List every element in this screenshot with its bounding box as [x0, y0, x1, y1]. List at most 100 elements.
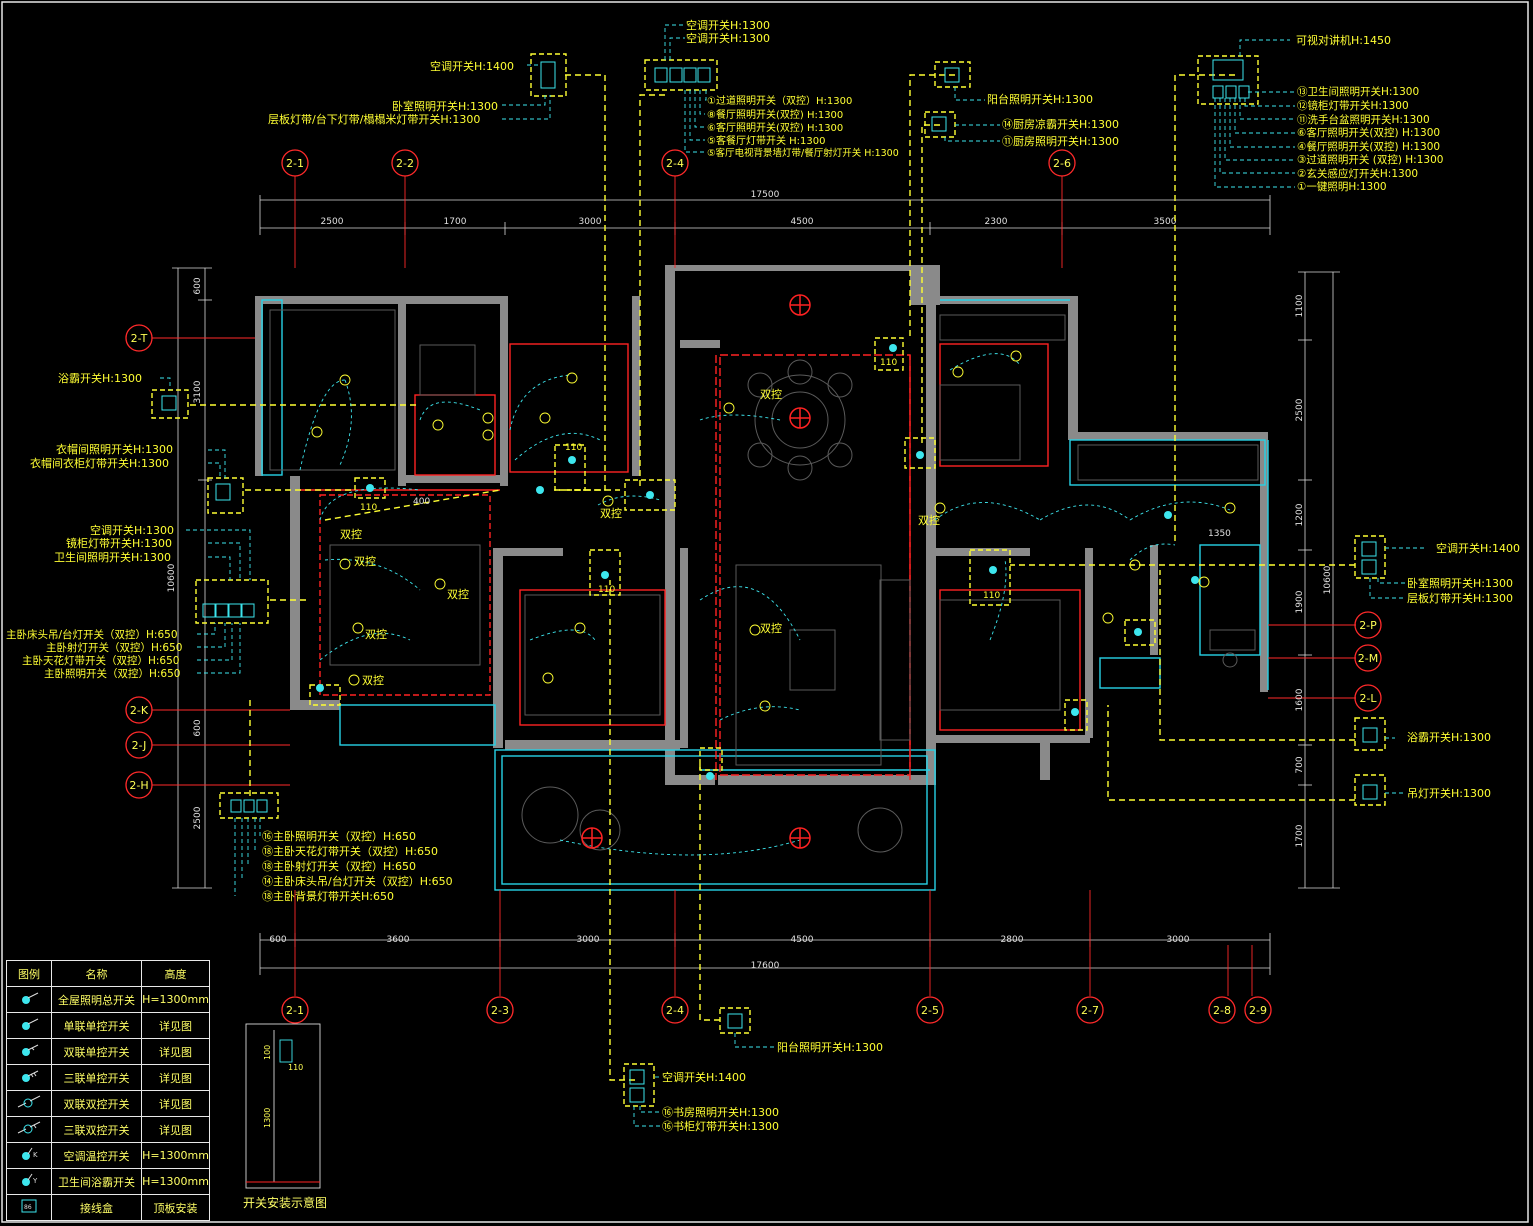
- grid-bubble-right-3: [1354, 684, 1382, 712]
- tag-dual: 双控: [447, 587, 469, 601]
- dim-left: 3100: [193, 380, 203, 403]
- grid-bubble-bottom-1: [281, 996, 309, 1024]
- tag-dual: 双控: [760, 387, 782, 401]
- dim-right: 1200: [1295, 503, 1305, 526]
- tag-110: 110: [983, 591, 1000, 601]
- label-bath-heater-left: 浴霸开关H:1300: [58, 371, 142, 385]
- label-entry-8: ①一键照明H:1300: [1297, 180, 1387, 193]
- grid-bubble-bottom-5: [1076, 996, 1104, 1024]
- legend-col-symbol: 图例: [5, 960, 53, 987]
- legend-name: 卫生间浴霸开关: [51, 1168, 143, 1195]
- grid-label-bottom: 2-9: [1249, 1004, 1267, 1017]
- label-master-2: 主卧射灯开关（双控）H:650: [46, 641, 182, 654]
- grid-label-left: 2-T: [131, 332, 148, 345]
- legend-name: 全屋照明总开关: [51, 986, 143, 1013]
- label-ac-switch-top: 空调开关H:1400: [430, 59, 514, 73]
- legend-name: 单联单控开关: [51, 1012, 143, 1039]
- dim-right: 1600: [1295, 688, 1305, 711]
- label-ac-right: 空调开关H:1400: [1436, 541, 1520, 555]
- grid-bubble-right-1: [1354, 611, 1382, 639]
- label-shelf-strip: 层板灯带/台下灯带/榻榻米灯带开关H:1300: [268, 112, 480, 126]
- legend-height: 详见图: [141, 1116, 210, 1143]
- ceiling-lamps: [581, 294, 811, 849]
- legend-row: 三联单控开关详见图: [5, 1064, 210, 1091]
- dim-right: 1100: [1295, 294, 1305, 317]
- grid-label-top: 2-2: [396, 157, 414, 170]
- grid-bubble-right-2: [1354, 644, 1382, 672]
- double-switch-icon: [5, 1038, 53, 1065]
- label-ac-top2: 空调开关H:1300: [686, 31, 770, 45]
- grid-bubble-left-1: [125, 324, 153, 352]
- legend-name: 空调温控开关: [51, 1142, 143, 1169]
- dim-bottom: 4500: [791, 935, 814, 945]
- grid-label-top: 2-1: [286, 157, 304, 170]
- label-pendant-right: 吊灯开关H:1300: [1407, 786, 1491, 800]
- grid-bubbles: [125, 149, 1382, 1024]
- grid-bubble-bottom-3: [661, 996, 689, 1024]
- dim-right: 1700: [1295, 824, 1305, 847]
- label-entry-1: ⑬卫生间照明开关H:1300: [1297, 85, 1419, 98]
- label-master-b4: ⑭主卧床头吊/台灯开关（双控）H:650: [262, 874, 453, 888]
- label-entry-4: ⑥客厅照明开关(双控) H:1300: [1297, 126, 1440, 139]
- grid-label-bottom: 2-4: [666, 1004, 684, 1017]
- label-bath-heater-right: 浴霸开关H:1300: [1407, 730, 1491, 744]
- switch-frame-ac-top: [530, 53, 567, 97]
- dim-top: 2300: [985, 217, 1008, 227]
- legend-row: 三联双控开关详见图: [5, 1116, 210, 1143]
- triple-twoway-switch-icon: [5, 1116, 53, 1143]
- legend-height: 详见图: [141, 1090, 210, 1117]
- label-ac-top1: 空调开关H:1300: [686, 18, 770, 32]
- switch-frame-pendant-r: [1354, 774, 1386, 806]
- ac-thermostat-icon: K: [5, 1142, 53, 1169]
- dim-right: 1900: [1295, 590, 1305, 613]
- label-balcony-top: 阳台照明开关H:1300: [987, 92, 1093, 106]
- window-glass: [261, 299, 1269, 891]
- label-bath-light-left: 卫生间照明开关H:1300: [54, 550, 171, 564]
- switch-frame-balcony-b: [719, 1007, 751, 1034]
- label-closet-cab: 衣帽间衣柜灯带开关H:1300: [30, 456, 169, 470]
- switch-frame-balcony: [934, 61, 971, 88]
- grid-label-bottom: 2-5: [921, 1004, 939, 1017]
- double-twoway-switch-icon: [5, 1090, 53, 1117]
- label-intercom: 可视对讲机H:1450: [1296, 33, 1391, 47]
- furniture: [269, 309, 1259, 853]
- dim-right: 700: [1295, 756, 1305, 773]
- grid-bubble-top-4: [1048, 149, 1076, 177]
- dim-bottom-total: 17600: [751, 961, 780, 971]
- legend-name: 接线盒: [51, 1194, 143, 1221]
- legend-name: 三联双控开关: [51, 1116, 143, 1143]
- label-living: ⑥客厅照明开关(双控) H:1300: [707, 121, 843, 134]
- install-height: 1300: [263, 1108, 272, 1128]
- grid-label-right: 2-L: [1359, 692, 1377, 705]
- switch-install-text: 1300 110 100: [263, 1045, 303, 1128]
- grid-label-right: 2-M: [1358, 652, 1378, 665]
- dim-top: 2500: [321, 217, 344, 227]
- annotations: 空调开关H:1400 卧室照明开关H:1300 层板灯带/台下灯带/榻榻米灯带开…: [6, 18, 1520, 1133]
- label-study: ⑯书房照明开关H:1300: [662, 1105, 779, 1119]
- label-dining-strip: ⑤客餐厅灯带开关 H:1300: [707, 134, 825, 147]
- grid-bubble-left-3: [125, 731, 153, 759]
- svg-text:Y: Y: [32, 1177, 38, 1185]
- label-entry-6: ③过道照明开关 (双控) H:1300: [1297, 153, 1443, 166]
- tag-dual: 双控: [362, 673, 384, 687]
- switch-dots: [316, 344, 1199, 780]
- dim-left: 600: [193, 719, 203, 736]
- dim-bottom: 600: [269, 935, 286, 945]
- label-master-b5: ⑱主卧背景灯带开关H:650: [262, 889, 394, 903]
- switch-frame-master: [195, 579, 269, 624]
- svg-text:86: 86: [24, 1204, 32, 1211]
- light-markers: [311, 350, 1236, 712]
- label-master-b2: ⑱主卧天花灯带开关（双控）H:650: [262, 844, 438, 858]
- switch-box-icons: [161, 59, 1378, 1103]
- grid-label-left: 2-H: [129, 779, 148, 792]
- dim-top-total: 17500: [751, 190, 780, 200]
- dim-top: 3500: [1154, 217, 1177, 227]
- grid-bubble-bottom-2: [486, 996, 514, 1024]
- install-100: 100: [263, 1045, 272, 1060]
- tag-dual: 双控: [760, 621, 782, 635]
- legend-height: H=1300mm: [141, 986, 210, 1013]
